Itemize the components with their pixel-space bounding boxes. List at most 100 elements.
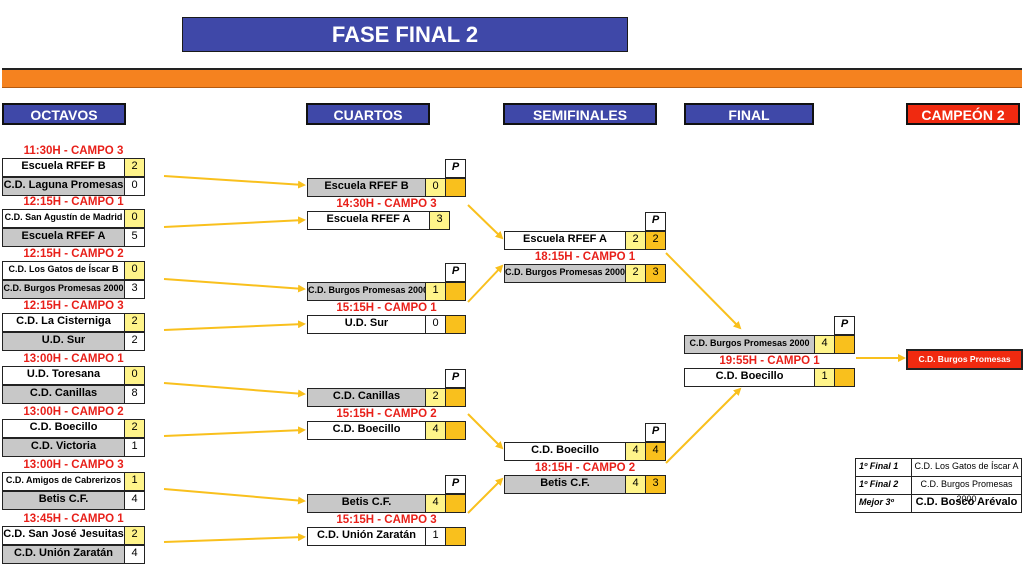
team-row: C.D. Victoria 1 <box>2 438 145 457</box>
team-name: C.D. Laguna Promesas <box>3 179 124 191</box>
match-time: 19:55H - CAMPO 1 <box>719 355 820 367</box>
legend-label: Mejor 3º <box>856 495 912 512</box>
team-score: 0 <box>124 210 144 227</box>
team-name: Betis C.F. <box>341 496 392 508</box>
match-cuartos-1: P Escuela RFEF B 0 14:30H - CAMPO 3 Escue… <box>307 159 466 230</box>
team-score: 2 <box>625 265 645 282</box>
penalty-score <box>445 389 465 406</box>
team-row: C.D. La Cisterniga 2 <box>2 313 145 332</box>
legend-value: C.D. Bosco Arévalo <box>915 496 1018 508</box>
match-time: 14:30H - CAMPO 3 <box>336 198 437 210</box>
team-name: Betis C.F. <box>38 493 89 505</box>
team-name: C.D. San José Jesuitas <box>3 528 124 540</box>
match-time: 18:15H - CAMPO 1 <box>534 251 636 263</box>
penalty-header: P <box>445 475 466 494</box>
match-octavos-3: 12:15H - CAMPO 2 C.D. Los Gatos de Íscar… <box>2 247 145 299</box>
penalty-score <box>445 528 465 545</box>
team-name: U.D. Sur <box>41 334 86 346</box>
team-row: C.D. Boecillo 2 <box>2 419 145 438</box>
team-score: 1 <box>124 439 144 456</box>
penalty-score <box>445 316 465 333</box>
team-name: Escuela RFEF A <box>523 233 607 245</box>
team-name: C.D. Amigos de Cabrerizos <box>5 475 122 485</box>
team-score: 2 <box>625 232 645 249</box>
penalty-score: 4 <box>645 443 665 460</box>
header-octavos: OCTAVOS <box>2 103 126 125</box>
team-name: C.D. Burgos Promesas 2000 <box>308 285 425 295</box>
team-name: Escuela RFEF B <box>324 180 409 192</box>
team-score: 4 <box>124 492 144 509</box>
team-score: 3 <box>429 212 449 229</box>
match-octavos-7: 13:00H - CAMPO 3 C.D. Amigos de Cabreriz… <box>2 458 145 510</box>
match-time: 13:00H - CAMPO 1 <box>23 353 124 365</box>
penalty-header: P <box>445 263 466 282</box>
penalty-score: 2 <box>645 232 665 249</box>
team-score: 8 <box>124 386 144 403</box>
team-score: 0 <box>124 262 144 279</box>
team-name: C.D. Boecillo <box>29 421 98 433</box>
orange-divider <box>2 68 1022 88</box>
penalty-score: 3 <box>645 265 665 282</box>
penalty-score <box>834 336 854 353</box>
penalty-header: P <box>645 212 666 231</box>
penalty-score <box>445 179 465 196</box>
legend-value: C.D. Burgos Promesas 2000 <box>920 479 1013 504</box>
team-score: 2 <box>124 333 144 350</box>
penalty-header: P <box>445 159 466 178</box>
team-name: C.D. La Cisterniga <box>16 315 111 327</box>
header-cuartos: CUARTOS <box>306 103 430 125</box>
team-name: C.D. Los Gatos de Íscar B <box>8 264 119 274</box>
team-score: 4 <box>425 495 445 512</box>
team-row: Escuela RFEF B 0 <box>307 178 466 197</box>
team-row: Betis C.F. 4 <box>2 491 145 510</box>
champion-box: C.D. Burgos Promesas 2000 <box>906 349 1023 381</box>
match-time: 15:15H - CAMPO 2 <box>336 408 437 420</box>
team-row: C.D. Los Gatos de Íscar B 0 <box>2 261 145 280</box>
penalty-score <box>834 369 854 386</box>
match-time: 13:00H - CAMPO 3 <box>23 459 124 471</box>
penalty-header: P <box>645 423 666 442</box>
header-final: FINAL <box>684 103 814 125</box>
team-score: 2 <box>124 314 144 331</box>
team-name: C.D. Victoria <box>30 440 97 452</box>
team-score: 1 <box>425 528 445 545</box>
penalty-score <box>445 422 465 439</box>
team-score: 0 <box>425 179 445 196</box>
team-name: U.D. Toresana <box>26 368 101 380</box>
team-score: 3 <box>124 281 144 298</box>
team-score: 1 <box>124 473 144 490</box>
team-score: 4 <box>425 422 445 439</box>
team-score: 2 <box>124 420 144 437</box>
team-name: C.D. Boecillo <box>715 370 784 382</box>
match-time: 13:45H - CAMPO 1 <box>23 513 124 525</box>
team-name: C.D. Burgos Promesas 2000 <box>3 283 124 293</box>
team-score: 0 <box>124 178 144 195</box>
penalty-header: P <box>445 369 466 388</box>
header-semifinales: SEMIFINALES <box>503 103 657 125</box>
team-row: Betis C.F. 4 <box>307 494 466 513</box>
